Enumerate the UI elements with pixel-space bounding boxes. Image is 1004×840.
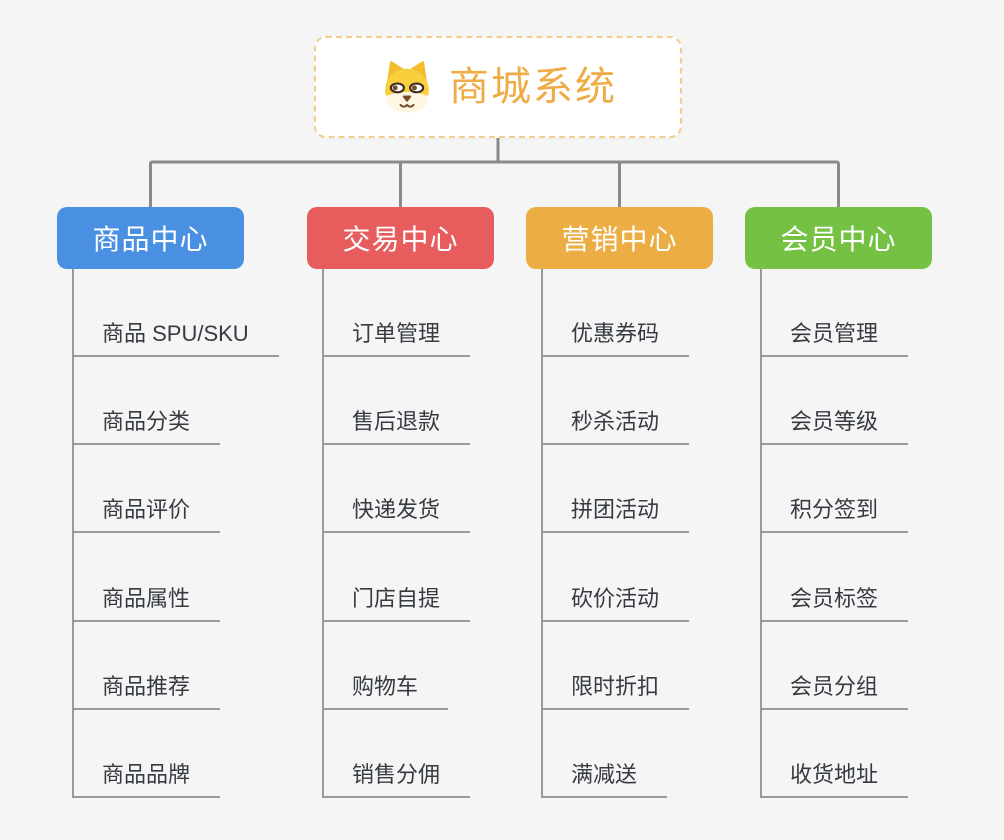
leaf-node[interactable]: 会员管理 [762, 269, 909, 358]
leaf-node[interactable]: 售后退款 [324, 357, 471, 446]
leaf-node[interactable]: 限时折扣 [543, 622, 690, 710]
leaf-node[interactable]: 门店自提 [324, 533, 471, 622]
leaf-node[interactable]: 积分签到 [762, 445, 909, 534]
leaf-node[interactable]: 满减送 [543, 710, 668, 798]
branch-column-member-center: 会员管理 会员等级 积分签到 会员标签 会员分组 收货地址 [760, 269, 909, 798]
leaf-node[interactable]: 砍价活动 [543, 533, 690, 622]
leaf-node[interactable]: 商品推荐 [74, 622, 221, 710]
leaf-node[interactable]: 秒杀活动 [543, 357, 690, 446]
dog-face-icon [385, 61, 429, 113]
branch-header-member-center[interactable]: 会员中心 [745, 207, 932, 269]
branch-column-trade-center: 订单管理 售后退款 快递发货 门店自提 购物车 销售分佣 [322, 269, 471, 798]
leaf-node[interactable]: 商品属性 [74, 533, 221, 622]
leaf-node[interactable]: 销售分佣 [324, 710, 471, 798]
leaf-node[interactable]: 快递发货 [324, 445, 471, 534]
leaf-node[interactable]: 商品 SPU/SKU [74, 269, 279, 358]
leaf-node[interactable]: 拼团活动 [543, 445, 690, 534]
leaf-node[interactable]: 商品品牌 [74, 710, 221, 798]
leaf-node[interactable]: 商品评价 [74, 445, 221, 534]
root-node-mall-system[interactable]: 商城系统 [314, 36, 682, 138]
branch-header-marketing-center[interactable]: 营销中心 [526, 207, 713, 269]
branch-column-marketing-center: 优惠券码 秒杀活动 拼团活动 砍价活动 限时折扣 满减送 [541, 269, 690, 798]
branch-header-product-center[interactable]: 商品中心 [57, 207, 244, 269]
branch-label: 营销中心 [561, 224, 678, 255]
branch-label: 会员中心 [780, 224, 897, 255]
leaf-node[interactable]: 商品分类 [74, 357, 221, 446]
branch-label: 商品中心 [92, 224, 209, 255]
branch-header-trade-center[interactable]: 交易中心 [307, 207, 494, 269]
leaf-node[interactable]: 订单管理 [324, 269, 471, 358]
leaf-node[interactable]: 会员标签 [762, 533, 909, 622]
root-title: 商城系统 [449, 65, 617, 109]
leaf-node[interactable]: 会员分组 [762, 622, 909, 710]
branch-label: 交易中心 [342, 224, 459, 255]
leaf-node[interactable]: 收货地址 [762, 710, 909, 798]
leaf-node[interactable]: 购物车 [324, 622, 449, 710]
leaf-node[interactable]: 会员等级 [762, 357, 909, 446]
branch-column-product-center: 商品 SPU/SKU 商品分类 商品评价 商品属性 商品推荐 商品品牌 [72, 269, 279, 798]
leaf-node[interactable]: 优惠券码 [543, 269, 690, 358]
